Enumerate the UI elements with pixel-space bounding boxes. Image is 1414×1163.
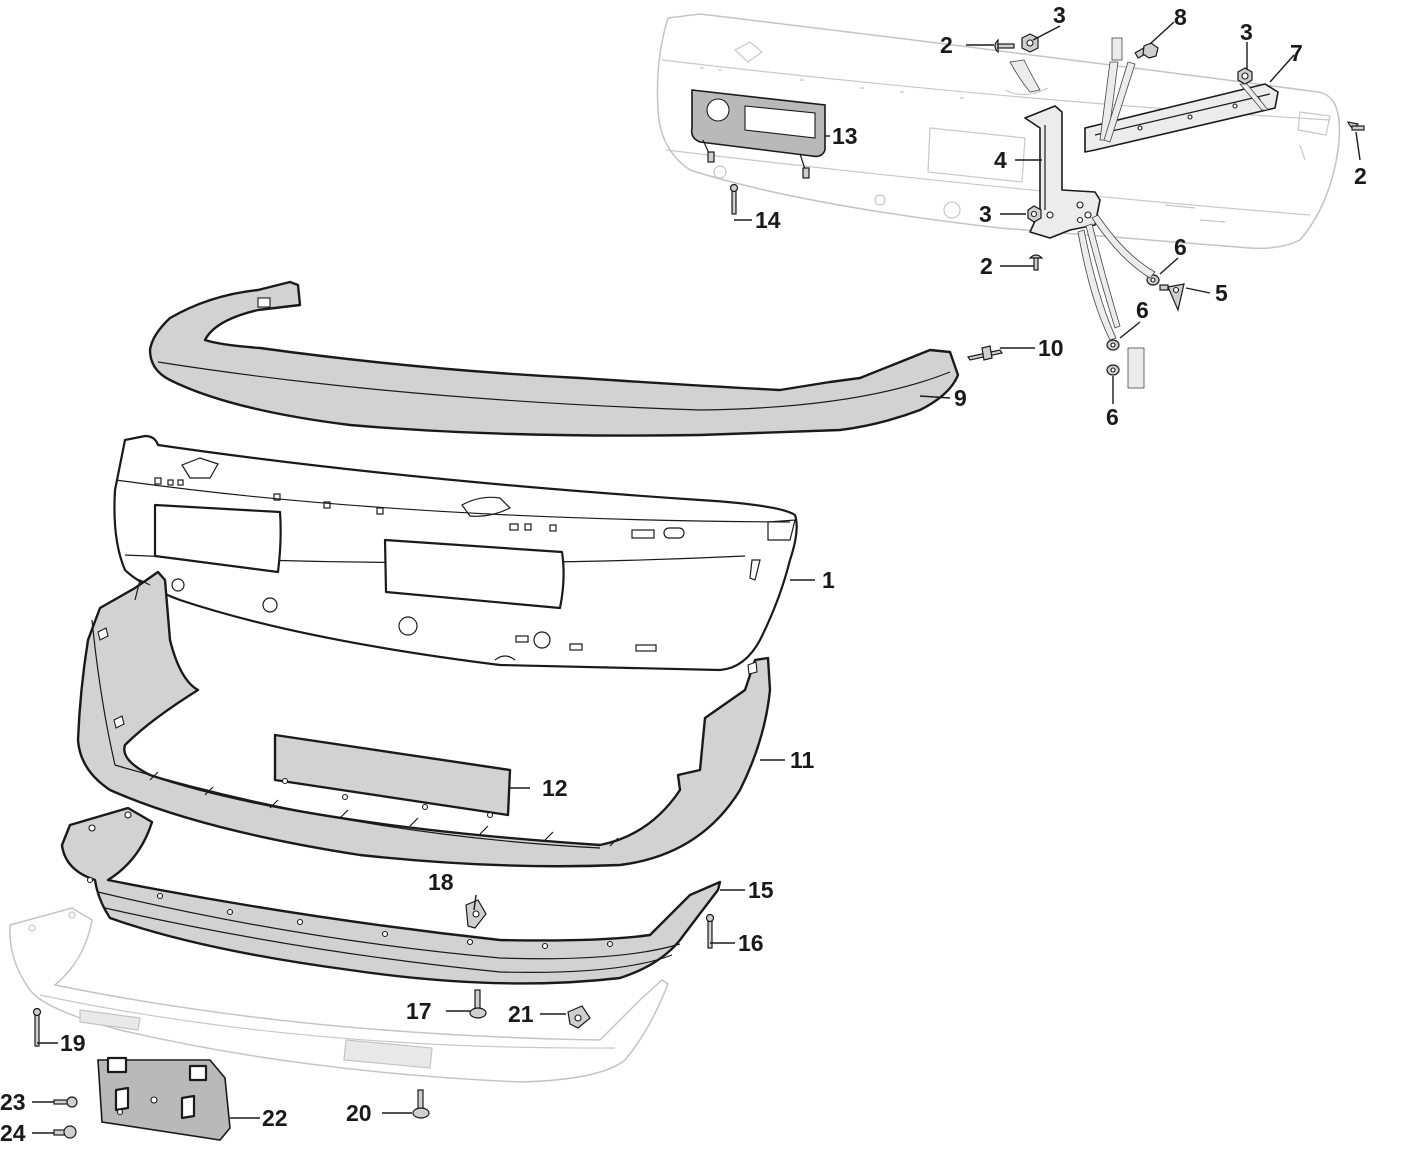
ghost-bumper-assembly (656, 13, 1341, 250)
callout-23: 23 (0, 1089, 26, 1115)
ghost-lower-skid (9, 907, 669, 1083)
fastener-bolt-2c (1028, 254, 1044, 271)
fastener-bolt-19 (32, 1007, 42, 1047)
fastener-bolt-8 (1134, 42, 1159, 59)
leader-lines (32, 21, 1361, 1134)
fastener-bolt-2b (1347, 121, 1365, 131)
fastener-washer-6c (1106, 364, 1120, 376)
part-22-license-bracket (97, 1056, 231, 1141)
callout-8: 8 (1174, 4, 1187, 30)
callout-2a: 2 (940, 32, 953, 58)
fastener-bolt-16 (705, 913, 715, 949)
part-1-bumper-cover (113, 434, 798, 672)
callout-14: 14 (755, 207, 781, 233)
callout-2c: 2 (980, 253, 993, 279)
callout-22: 22 (262, 1105, 288, 1131)
callout-labels: 2 3 8 3 7 2 13 4 3 14 6 2 5 6 10 9 6 1 1… (0, 2, 1367, 1146)
callout-18: 18 (428, 869, 454, 895)
callout-1: 1 (822, 567, 835, 593)
fastener-screw-24 (53, 1125, 77, 1139)
part-10-clip-pin (967, 345, 1003, 361)
part-15-lower-reinforcement (60, 806, 722, 985)
callout-21: 21 (508, 1001, 534, 1027)
callout-3c: 3 (979, 201, 992, 227)
fastener-washer-6b (1106, 339, 1120, 351)
fastener-screw-20 (412, 1089, 430, 1119)
callout-10: 10 (1038, 335, 1064, 361)
fastener-plate-6 (1127, 347, 1145, 389)
callout-9: 9 (954, 385, 967, 411)
callout-3a: 3 (1053, 2, 1066, 28)
fastener-stud-5 (1159, 283, 1185, 312)
callout-6b: 6 (1136, 297, 1149, 323)
callout-16: 16 (738, 930, 764, 956)
part-12-lower-panel (273, 733, 512, 819)
part-13-grille-insert (690, 89, 826, 179)
part-9-upper-molding (148, 280, 960, 437)
callout-4: 4 (994, 147, 1007, 173)
fastener-screw-23 (53, 1096, 78, 1108)
callout-6c: 6 (1106, 404, 1119, 430)
callout-17: 17 (406, 998, 432, 1024)
fastener-nut-3a (1021, 33, 1039, 53)
assembly-guide-lines (1009, 59, 1269, 341)
callout-3b: 3 (1240, 19, 1253, 45)
fastener-bolt-14 (729, 183, 739, 215)
callout-13: 13 (832, 123, 858, 149)
callout-7: 7 (1290, 40, 1303, 66)
callout-6a: 6 (1174, 234, 1187, 260)
fastener-nut-3c (1027, 205, 1042, 223)
callout-11: 11 (790, 747, 815, 773)
fastener-nut-21 (567, 1005, 591, 1029)
callout-19: 19 (60, 1030, 86, 1056)
clip-8 (1111, 37, 1123, 61)
callout-5: 5 (1215, 280, 1228, 306)
part-11-lower-fascia (76, 570, 772, 868)
callout-15: 15 (748, 877, 774, 903)
callout-12: 12 (542, 775, 568, 801)
fastener-screw-17 (469, 989, 487, 1019)
fastener-nut-3b (1237, 67, 1253, 85)
callout-2b: 2 (1354, 163, 1367, 189)
callout-20: 20 (346, 1100, 372, 1126)
callout-24: 24 (0, 1120, 26, 1146)
fastener-clip-18 (465, 899, 487, 929)
fastener-bolt-2a (994, 38, 1015, 54)
